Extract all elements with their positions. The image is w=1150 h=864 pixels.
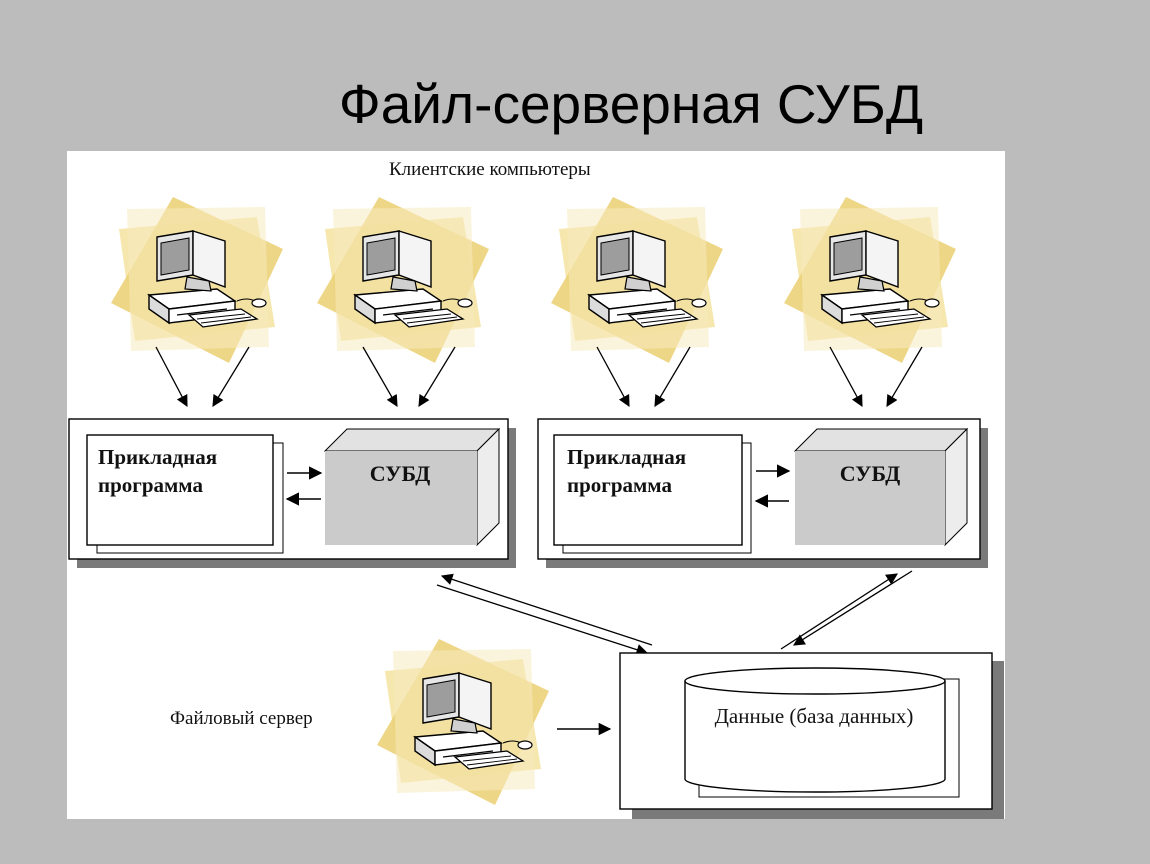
- dbms-block-2: [795, 451, 945, 545]
- application-label-1: Прикладная программа: [98, 445, 218, 497]
- dbms-block-1: [325, 451, 477, 545]
- slide-title: Файл-серверная СУБД: [338, 73, 924, 135]
- application-box-2: [553, 434, 743, 546]
- dbms-label-2: СУБД: [839, 461, 901, 486]
- client-computer-1-icon: [110, 196, 284, 364]
- client-computer-2-icon: [316, 196, 490, 364]
- client-computer-4-icon: [783, 196, 957, 364]
- file-server-computer-icon: [376, 638, 550, 806]
- client-computers-label: Клиентские компьютеры: [389, 159, 591, 180]
- diagram-graphics: [68, 196, 1004, 819]
- database-label: Данные (база данных): [714, 704, 914, 728]
- file-server-label: Файловый сервер: [170, 708, 313, 729]
- application-box-1: [86, 434, 274, 546]
- application-label-2: Прикладная программа: [567, 445, 687, 497]
- diagram: Клиентские компьютеры Прикладная програм…: [67, 151, 1005, 819]
- client-computer-3-icon: [550, 196, 724, 364]
- dbms-label-1: СУБД: [369, 461, 431, 486]
- database-cylinder: [684, 681, 946, 793]
